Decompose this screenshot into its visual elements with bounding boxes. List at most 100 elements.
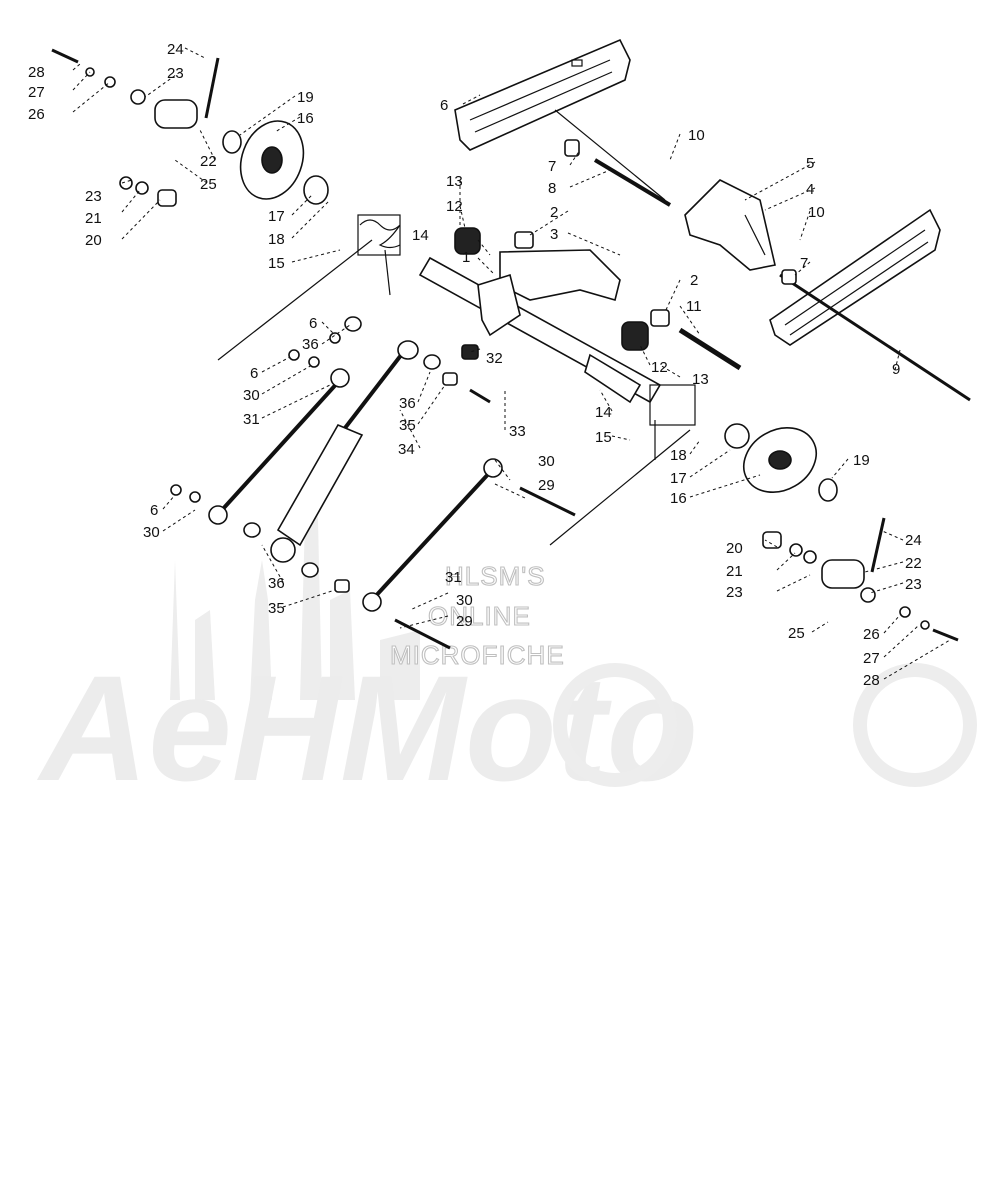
watermark-wheel-left [553,663,677,787]
callout-19-left: 19 [297,89,314,106]
callout-29-mid: 29 [538,477,555,494]
bushing-32 [461,344,479,360]
callout-23-right-bottom: 23 [726,584,743,601]
callout-20-right: 20 [726,540,743,557]
callout-22-right: 22 [905,555,922,572]
parts-drawing [51,38,971,650]
callout-17-left: 17 [268,208,285,225]
callout-10-top: 10 [688,127,705,144]
axle-block-22-right [821,559,865,589]
spacer-7-lower [781,269,797,285]
callout-31-left: 31 [243,411,260,428]
callout-18-left: 18 [268,231,285,248]
leader-lines [72,47,951,680]
axle-block-22-left [154,99,198,129]
watermark-line2: ONLINE [428,601,531,631]
callout-29-bottom: 29 [456,613,473,630]
callout-9: 9 [892,361,900,378]
watermark-wheel-right [853,663,977,787]
callout-10-right: 10 [808,204,825,221]
callout-6-mid: 6 [309,315,317,332]
callout-30-left-top: 30 [243,387,260,404]
rod-8 [593,158,672,207]
bearing-17-left [303,175,329,205]
callout-6-bottom: 6 [150,502,158,519]
callout-31-right: 31 [445,569,462,586]
bolt-24-right [870,517,886,573]
bolt-24-left [204,57,220,119]
callout-15-left: 15 [268,255,285,272]
callout-32: 32 [486,350,503,367]
frame-1 [499,249,621,301]
callout-35-bottom: 35 [268,600,285,617]
rod-7 [554,109,666,201]
shock-body-34 [276,423,364,547]
callout-23-right-top: 23 [905,576,922,593]
watermark-line1: HLSM'S [445,561,546,591]
callout-30-left-bottom: 30 [143,524,160,541]
callout-23-left-bottom: 23 [85,188,102,205]
bushing-2-upper [514,231,534,249]
link-arm-31-right [370,468,494,602]
callout-36-mid: 36 [302,336,319,353]
callout-24-right: 24 [905,532,922,549]
bearing-17-right [724,423,750,449]
callout-36-center: 36 [399,395,416,412]
watermark-line3: MICROFICHE [390,640,565,670]
callout-11: 11 [686,298,702,315]
bolt-28-right [932,628,959,642]
callout-27-right: 27 [863,650,880,667]
callout-3: 3 [550,226,558,243]
callout-35-center: 35 [399,417,416,434]
bracket-4-5 [684,179,776,271]
callout-26-right: 26 [863,626,880,643]
callout-28-right: 28 [863,672,880,689]
callout-13-right: 13 [692,371,709,388]
callout-6-left: 6 [250,365,258,382]
callout-17-right: 17 [670,470,687,487]
bearing-19-right [818,478,838,502]
callout-34: 34 [398,441,415,458]
callout-25-right: 25 [788,625,805,642]
callout-22-left: 22 [200,153,217,170]
callout-2-right: 2 [690,272,698,289]
rail-upper [454,38,631,151]
callout-15-right: 15 [595,429,612,446]
callout-19-right: 19 [853,452,870,469]
callout-12-top: 12 [446,198,463,215]
callout-2-top: 2 [550,204,558,221]
bushing-2-lower [650,309,670,327]
callout-1: 1 [462,249,470,266]
spring-left [217,214,401,361]
callout-14-top: 14 [412,227,429,244]
callout-30-bottom: 30 [456,592,473,609]
callout-21-right: 21 [726,563,743,580]
callout-18-right: 18 [670,447,687,464]
plate-32 [477,273,521,337]
spacer-7-upper [564,139,580,157]
bearing-19-left [222,130,242,154]
callout-4: 4 [806,181,814,198]
callout-23-left-top: 23 [167,65,184,82]
callout-16-left: 16 [297,110,314,127]
nut-20-left [157,189,177,207]
callout-5: 5 [806,155,814,172]
callout-33: 33 [509,423,526,440]
rod-9 [779,273,971,402]
watermark-city-silhouette [170,470,420,700]
link-arm-31-left [220,378,342,512]
callout-12-right: 12 [651,359,668,376]
callout-21-left: 21 [85,210,102,227]
callout-13-top: 13 [446,173,463,190]
callout-36-bottom: 36 [268,575,285,592]
nut-20-right [762,531,782,549]
callout-7-top: 7 [548,158,556,175]
callout-25-left: 25 [200,176,217,193]
callout-30-mid: 30 [538,453,555,470]
callout-20-left: 20 [85,232,102,249]
callout-14-right: 14 [595,404,612,421]
callouts: 28 27 26 24 23 19 16 22 25 23 21 20 17 1… [28,41,922,689]
callout-26-left: 26 [28,106,45,123]
callout-6-top: 6 [440,97,448,114]
